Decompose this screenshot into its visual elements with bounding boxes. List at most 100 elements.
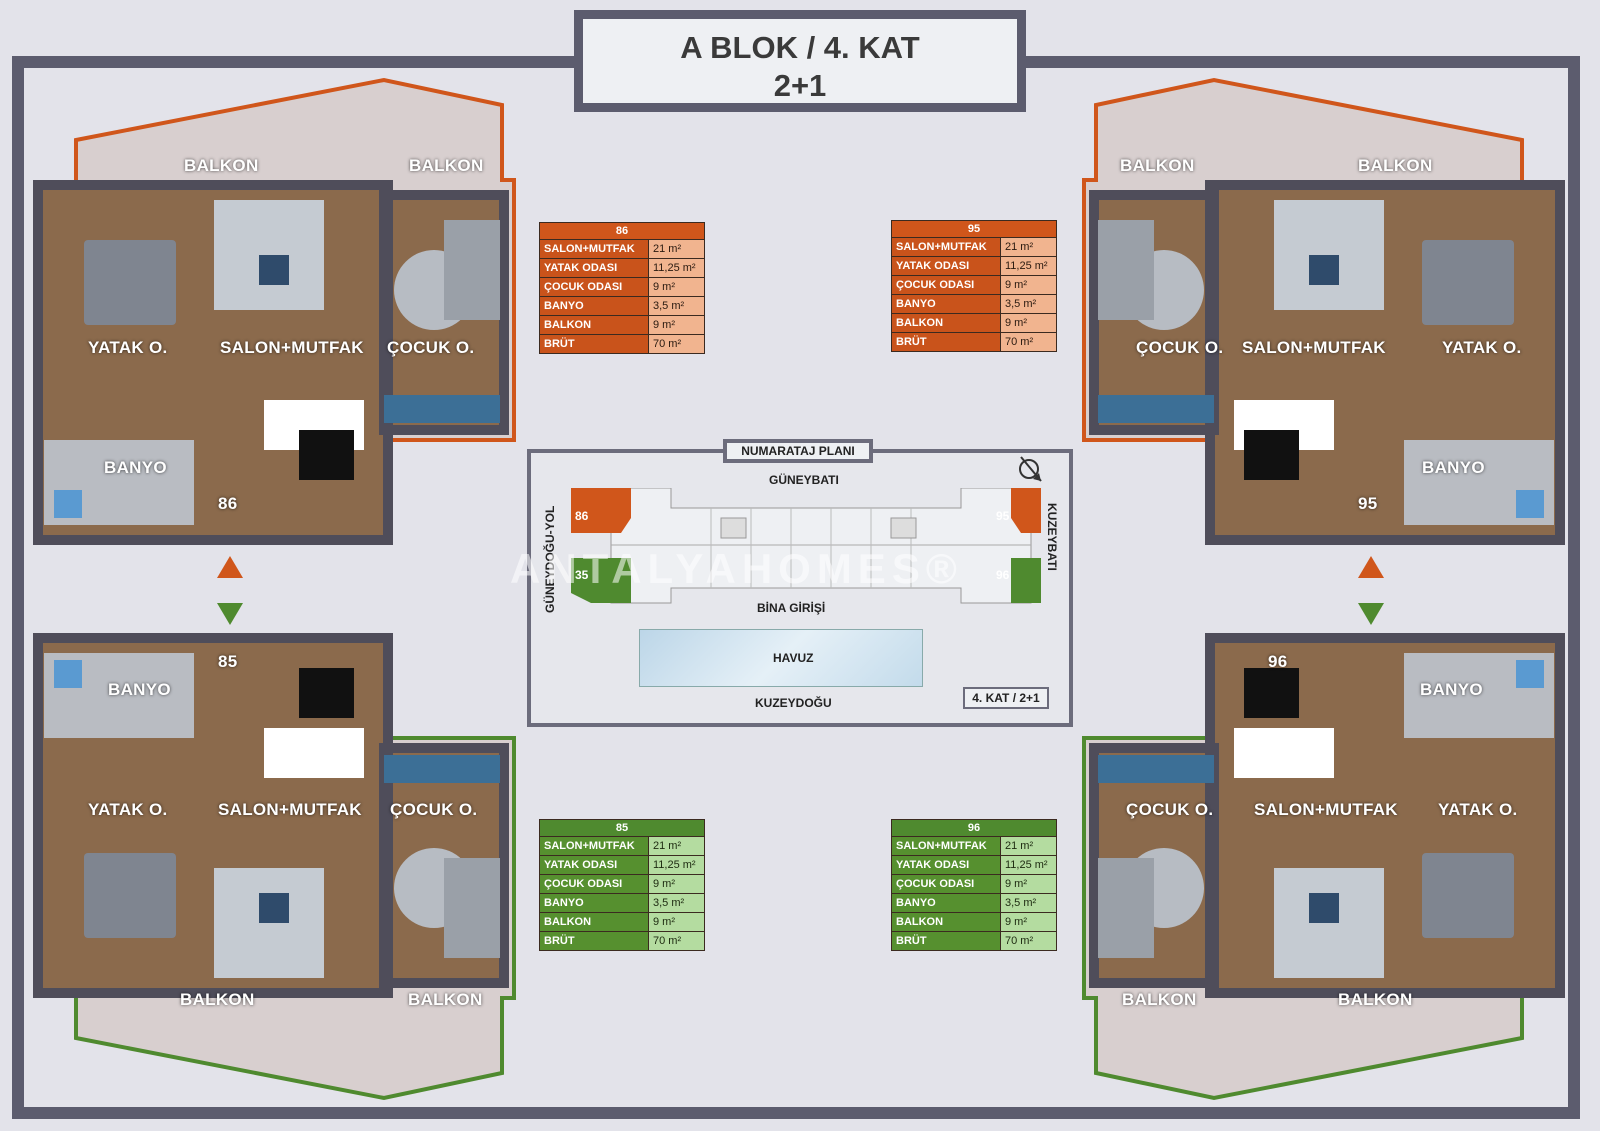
row-value: 3,5 m² (1000, 893, 1057, 913)
row-key: BANYO (539, 296, 649, 316)
plan-unit-86: 86 (575, 509, 589, 523)
arrow-down-left (217, 603, 243, 625)
label-balkon-1: BALKON (184, 156, 259, 175)
arrow-down-right (1358, 603, 1384, 625)
plan-unit-35: 35 (575, 568, 589, 582)
unit-number: 86 (218, 494, 238, 513)
label-banyo: BANYO (1422, 458, 1485, 477)
row-value: 11,25 m² (1000, 256, 1057, 276)
row-value: 3,5 m² (648, 296, 705, 316)
row-value: 3,5 m² (1000, 294, 1057, 314)
plan-entrance-label: BİNA GİRİŞİ (757, 601, 826, 615)
label-balkon-2: BALKON (409, 156, 484, 175)
plan-north-label: GÜNEYBATI (769, 473, 839, 487)
arrow-up-right (1358, 556, 1384, 578)
row-value: 9 m² (1000, 313, 1057, 333)
row-value: 21 m² (1000, 836, 1057, 856)
unit-86-plan (33, 77, 516, 545)
row-key: BALKON (891, 313, 1001, 333)
row-value: 9 m² (1000, 275, 1057, 295)
row-value: 11,25 m² (1000, 855, 1057, 875)
row-value: 21 m² (1000, 237, 1057, 257)
label-salon: SALON+MUTFAK (1242, 338, 1386, 357)
label-salon: SALON+MUTFAK (1254, 800, 1398, 819)
label-salon: SALON+MUTFAK (220, 338, 364, 357)
title-line-2: 2+1 (773, 68, 827, 103)
table-number: 95 (891, 220, 1057, 238)
row-value: 21 m² (648, 239, 705, 259)
row-key: ÇOCUK ODASI (891, 874, 1001, 894)
title-line-1: A BLOK / 4. KAT (680, 30, 920, 65)
page-title: A BLOK / 4. KAT 2+1 (574, 10, 1026, 112)
row-key: BRÜT (539, 334, 649, 354)
row-value: 9 m² (1000, 912, 1057, 932)
row-key: BRÜT (539, 931, 649, 951)
plan-unit-96: 96 (996, 568, 1010, 582)
plan-bottom-label: KUZEYDOĞU (755, 696, 832, 710)
label-yatak: YATAK O. (88, 338, 168, 357)
row-value: 9 m² (648, 874, 705, 894)
row-key: ÇOCUK ODASI (539, 277, 649, 297)
row-value: 70 m² (1000, 931, 1057, 951)
unit-85[interactable]: 85 BANYO YATAK O. SALON+MUTFAK ÇOCUK O. … (24, 628, 528, 1108)
outer-frame (12, 56, 1580, 1119)
unit-number: 96 (1268, 652, 1288, 671)
row-value: 70 m² (648, 334, 705, 354)
row-key: SALON+MUTFAK (891, 836, 1001, 856)
row-key: BRÜT (891, 931, 1001, 951)
row-key: BALKON (539, 315, 649, 335)
row-key: SALON+MUTFAK (539, 836, 649, 856)
row-key: BALKON (539, 912, 649, 932)
row-value: 70 m² (1000, 332, 1057, 352)
unit-96-plan (1082, 633, 1565, 1101)
floor-badge: 4. KAT / 2+1 (963, 687, 1049, 709)
label-cocuk: ÇOCUK O. (387, 338, 475, 357)
row-key: BRÜT (891, 332, 1001, 352)
row-value: 9 m² (648, 277, 705, 297)
pool (639, 629, 923, 687)
plan-title: NUMARATAJ PLANI (723, 439, 873, 463)
row-key: YATAK ODASI (891, 256, 1001, 276)
label-yatak: YATAK O. (88, 800, 168, 819)
label-balkon-2: BALKON (1358, 156, 1433, 175)
row-key: BANYO (539, 893, 649, 913)
row-key: ÇOCUK ODASI (891, 275, 1001, 295)
unit-85-plan (33, 633, 516, 1101)
label-balkon-1: BALKON (180, 990, 255, 1009)
label-cocuk: ÇOCUK O. (1136, 338, 1224, 357)
arrow-up-left (217, 556, 243, 578)
watermark: ANTALYAHOMES® (510, 545, 963, 592)
row-value: 9 m² (648, 912, 705, 932)
label-banyo: BANYO (108, 680, 171, 699)
plan-unit-95: 95 (996, 509, 1010, 523)
row-value: 11,25 m² (648, 258, 705, 278)
label-salon: SALON+MUTFAK (218, 800, 362, 819)
table-number: 85 (539, 819, 705, 837)
row-value: 9 m² (648, 315, 705, 335)
row-key: BALKON (891, 912, 1001, 932)
row-value: 21 m² (648, 836, 705, 856)
unit-number: 85 (218, 652, 238, 671)
unit-86[interactable]: BALKON BALKON YATAK O. SALON+MUTFAK ÇOCU… (24, 70, 528, 550)
row-value: 9 m² (1000, 874, 1057, 894)
unit-95-plan (1082, 77, 1565, 545)
unit-number: 95 (1358, 494, 1378, 513)
label-banyo: BANYO (1420, 680, 1483, 699)
row-value: 3,5 m² (648, 893, 705, 913)
row-key: ÇOCUK ODASI (539, 874, 649, 894)
table-number: 96 (891, 819, 1057, 837)
pool-label: HAVUZ (773, 651, 814, 665)
row-key: YATAK ODASI (891, 855, 1001, 875)
row-key: YATAK ODASI (539, 258, 649, 278)
building-outline (571, 488, 1041, 604)
unit-96[interactable]: 96 BANYO ÇOCUK O. SALON+MUTFAK YATAK O. … (1070, 628, 1574, 1108)
table-number: 86 (539, 222, 705, 240)
unit-95[interactable]: BALKON BALKON ÇOCUK O. SALON+MUTFAK YATA… (1070, 70, 1574, 550)
row-key: SALON+MUTFAK (539, 239, 649, 259)
plan-east-label: KUZEYBATI (1045, 503, 1059, 571)
label-balkon-1: BALKON (1120, 156, 1195, 175)
